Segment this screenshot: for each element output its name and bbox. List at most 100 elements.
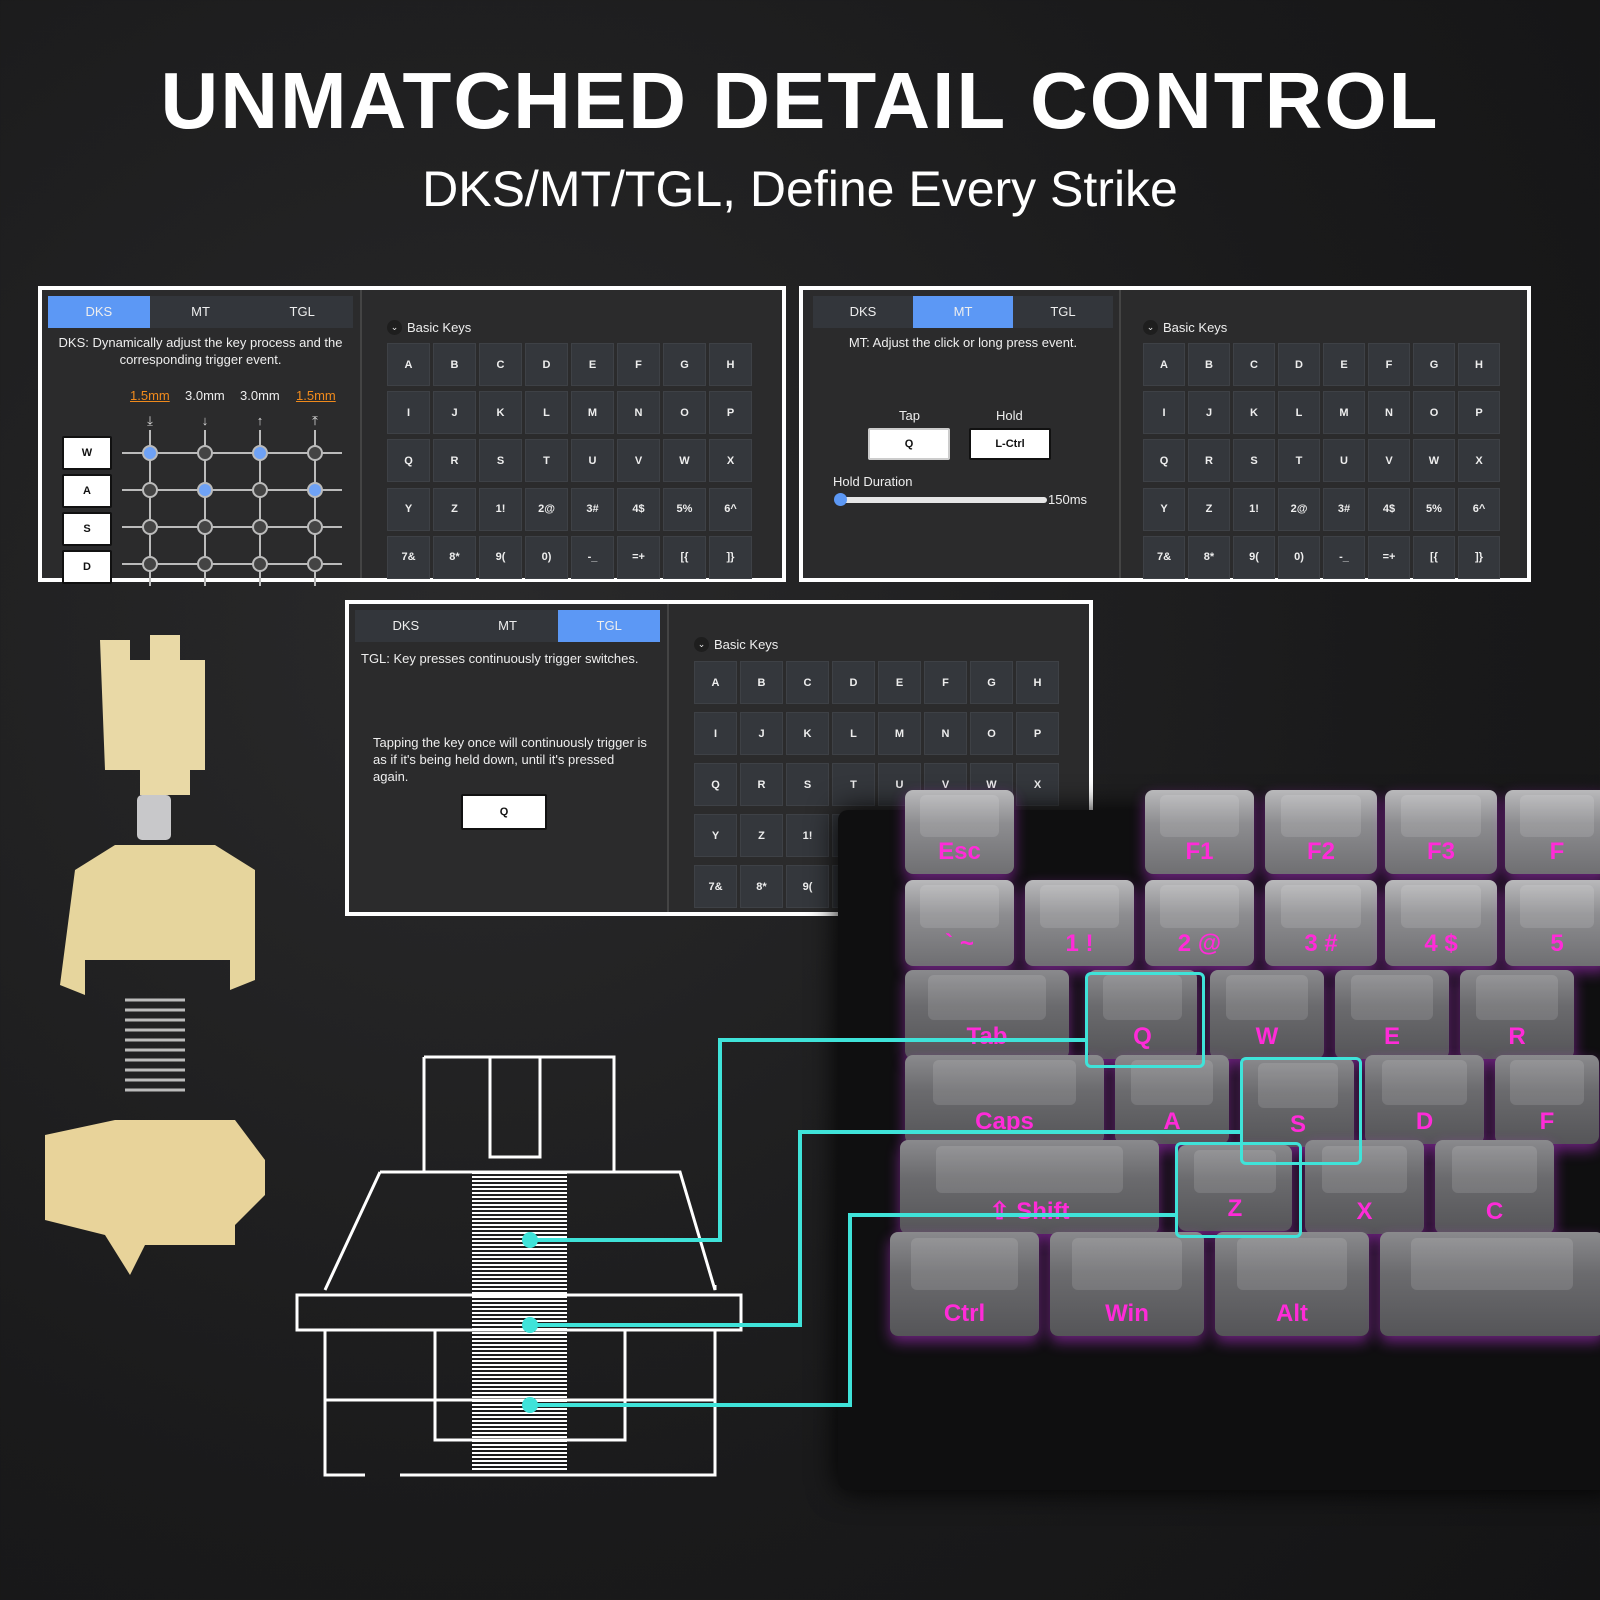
key-4[interactable]: E (1323, 343, 1365, 386)
key-12[interactable]: M (1323, 391, 1365, 435)
key-14[interactable]: O (970, 712, 1013, 755)
key-38[interactable]: [{ (1413, 535, 1455, 579)
key-22[interactable]: W (663, 439, 706, 483)
keycap[interactable]: 2 @ (1145, 880, 1254, 966)
key-23[interactable]: X (1458, 439, 1500, 483)
key-18[interactable]: S (786, 763, 829, 806)
distance-1[interactable]: 1.5mm (130, 388, 170, 403)
key-37[interactable]: =+ (617, 535, 660, 579)
key-17[interactable]: R (1188, 439, 1230, 483)
key-34[interactable]: 9( (1233, 535, 1275, 579)
key-20[interactable]: U (1323, 439, 1365, 483)
key-11[interactable]: L (525, 391, 568, 435)
key-33[interactable]: 8* (433, 535, 476, 579)
dks-key-d[interactable]: D (62, 550, 112, 584)
key-16[interactable]: Q (1143, 439, 1185, 483)
trigger-node[interactable] (197, 556, 213, 572)
key-13[interactable]: N (1368, 391, 1410, 435)
key-16[interactable]: Q (387, 439, 430, 483)
key-7[interactable]: H (709, 343, 752, 386)
keycap[interactable]: ` ~ (905, 880, 1014, 966)
hold-duration-slider[interactable] (834, 493, 1047, 506)
key-30[interactable]: 5% (1413, 487, 1455, 531)
key-14[interactable]: O (1413, 391, 1455, 435)
key-5[interactable]: F (924, 661, 967, 704)
keycap[interactable]: 4 $ (1385, 880, 1497, 966)
key-27[interactable]: 2@ (1278, 487, 1320, 531)
basic-keys-header[interactable]: ⌄Basic Keys (694, 637, 778, 652)
key-5[interactable]: F (1368, 343, 1410, 386)
key-12[interactable]: M (571, 391, 614, 435)
trigger-node[interactable] (307, 445, 323, 461)
key-27[interactable]: 2@ (525, 487, 568, 531)
tab-tgl[interactable]: TGL (1050, 304, 1076, 319)
key-25[interactable]: Z (740, 814, 783, 857)
key-24[interactable]: Y (1143, 487, 1185, 531)
dks-trigger-grid[interactable]: ⤓↓↑⤒ (42, 290, 362, 586)
key-15[interactable]: P (1458, 391, 1500, 435)
key-35[interactable]: 0) (525, 535, 568, 579)
distance-4[interactable]: 1.5mm (296, 388, 336, 403)
key-8[interactable]: I (387, 391, 430, 435)
key-9[interactable]: J (740, 712, 783, 755)
key-4[interactable]: E (878, 661, 921, 704)
keycap[interactable]: ⇧ Shift (900, 1140, 1159, 1234)
keycap[interactable]: X (1305, 1140, 1424, 1234)
tab-dks[interactable]: DKS (849, 304, 877, 319)
key-19[interactable]: T (525, 439, 568, 483)
keycap[interactable]: 3 # (1265, 880, 1377, 966)
keycap[interactable]: A (1115, 1055, 1229, 1144)
key-33[interactable]: 8* (1188, 535, 1230, 579)
keycap[interactable]: D (1365, 1055, 1484, 1144)
key-15[interactable]: P (709, 391, 752, 435)
key-22[interactable]: W (1413, 439, 1455, 483)
keycap[interactable] (1380, 1232, 1600, 1336)
key-12[interactable]: M (878, 712, 921, 755)
hold-key-field[interactable]: L-Ctrl (969, 428, 1051, 460)
key-0[interactable]: A (694, 661, 737, 704)
key-34[interactable]: 9( (479, 535, 522, 579)
keycap[interactable]: F (1505, 790, 1600, 874)
trigger-node[interactable] (252, 445, 268, 461)
tab-dks[interactable]: DKS (392, 618, 420, 633)
key-21[interactable]: V (617, 439, 660, 483)
key-7[interactable]: H (1458, 343, 1500, 386)
key-25[interactable]: Z (433, 487, 476, 531)
key-2[interactable]: C (786, 661, 829, 704)
keycap[interactable]: Esc (905, 790, 1014, 874)
tab-mt[interactable]: MT (913, 296, 1013, 328)
key-3[interactable]: D (525, 343, 568, 386)
key-17[interactable]: R (740, 763, 783, 806)
key-5[interactable]: F (617, 343, 660, 386)
key-16[interactable]: Q (694, 763, 737, 806)
key-18[interactable]: S (1233, 439, 1275, 483)
key-35[interactable]: 0) (1278, 535, 1320, 579)
keycap[interactable]: E (1335, 970, 1449, 1059)
trigger-node[interactable] (307, 482, 323, 498)
keycap[interactable]: S (1242, 1058, 1354, 1147)
key-9[interactable]: J (1188, 391, 1230, 435)
key-18[interactable]: S (479, 439, 522, 483)
dks-key-w[interactable]: W (62, 436, 112, 470)
key-39[interactable]: ]} (709, 535, 752, 579)
key-26[interactable]: 1! (479, 487, 522, 531)
keycap[interactable]: F (1495, 1055, 1599, 1144)
keycap[interactable]: Win (1050, 1232, 1204, 1336)
key-29[interactable]: 4$ (1368, 487, 1410, 531)
basic-keys-header[interactable]: ⌄Basic Keys (1143, 320, 1227, 335)
keycap[interactable]: Tab (905, 970, 1069, 1059)
key-34[interactable]: 9( (786, 865, 829, 908)
key-13[interactable]: N (924, 712, 967, 755)
keycap[interactable]: Alt (1215, 1232, 1369, 1336)
key-6[interactable]: G (663, 343, 706, 386)
key-0[interactable]: A (1143, 343, 1185, 386)
key-26[interactable]: 1! (786, 814, 829, 857)
key-32[interactable]: 7& (387, 535, 430, 579)
tab-dks[interactable]: DKS (48, 296, 150, 328)
key-0[interactable]: A (387, 343, 430, 386)
keycap[interactable]: 5 (1505, 880, 1600, 966)
key-6[interactable]: G (970, 661, 1013, 704)
key-26[interactable]: 1! (1233, 487, 1275, 531)
key-1[interactable]: B (433, 343, 476, 386)
key-13[interactable]: N (617, 391, 660, 435)
